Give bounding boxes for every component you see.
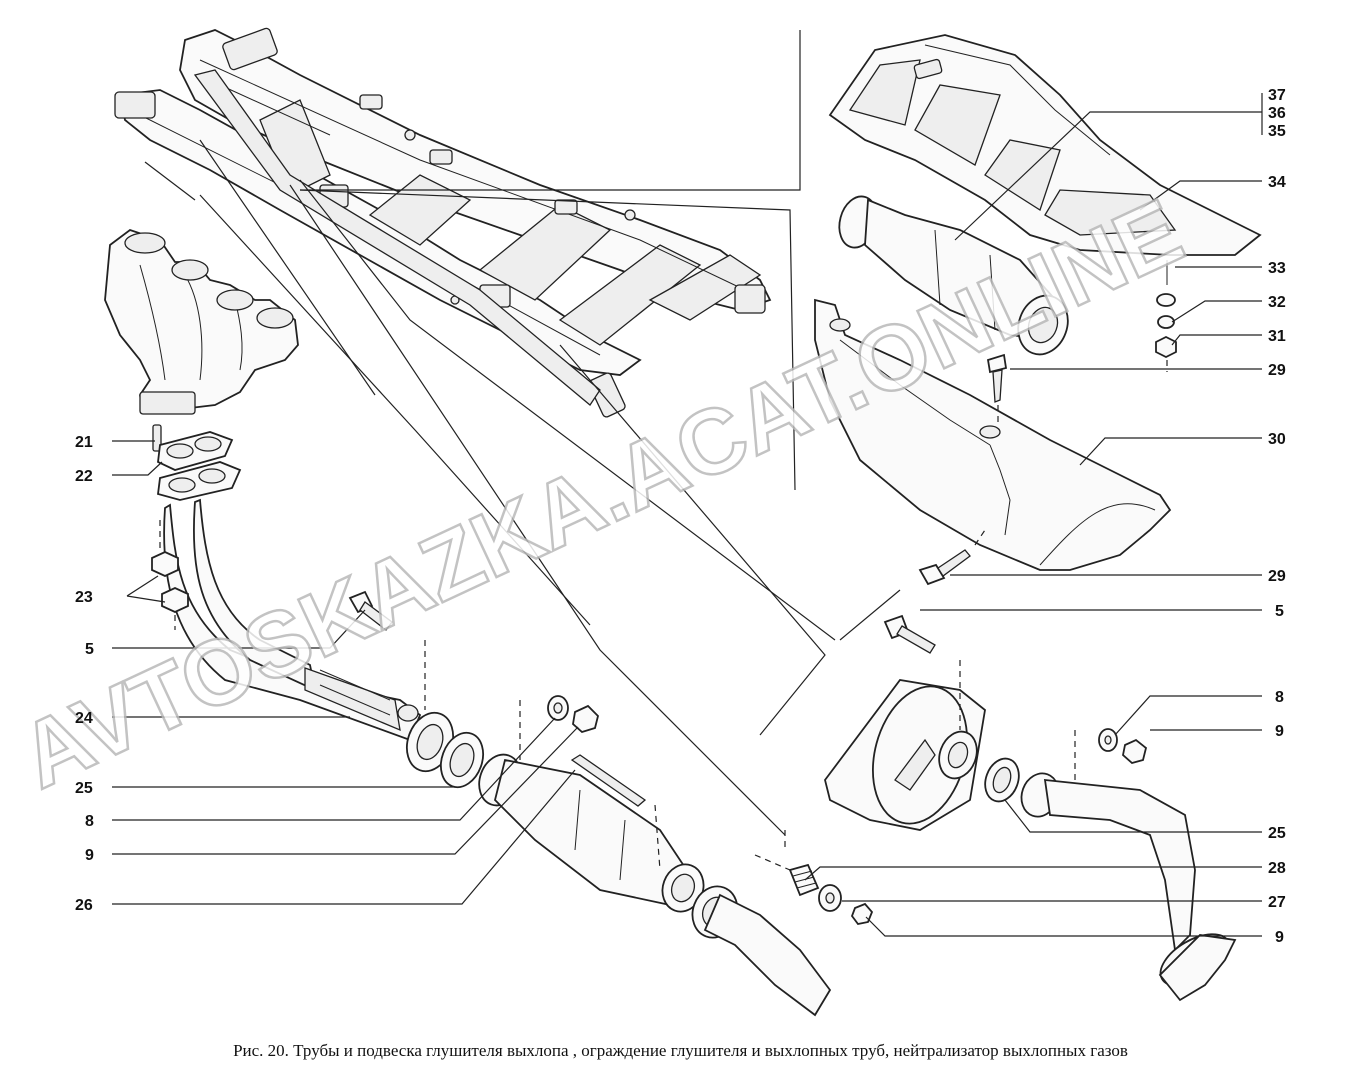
label-8-left: 8 bbox=[85, 813, 94, 830]
flange-nuts bbox=[151, 520, 189, 630]
label-9-right: 9 bbox=[1275, 723, 1284, 740]
catalytic-converter-upper bbox=[838, 195, 1069, 356]
part-labels: 37 36 35 34 33 32 31 29 30 29 5 8 9 25 2… bbox=[75, 87, 1286, 946]
catalytic-converter-lower bbox=[478, 753, 705, 913]
muffler bbox=[824, 614, 986, 831]
tailpipe bbox=[984, 757, 1237, 1002]
label-27: 27 bbox=[1268, 894, 1286, 911]
label-29-upper: 29 bbox=[1268, 362, 1286, 379]
label-5-right: 5 bbox=[1275, 603, 1284, 620]
label-9-left: 9 bbox=[85, 847, 94, 864]
label-25-right: 25 bbox=[1268, 825, 1286, 842]
label-37: 37 bbox=[1268, 87, 1286, 104]
upper-heat-shield bbox=[828, 34, 1262, 256]
gasket-left bbox=[440, 731, 484, 789]
bolt-left bbox=[348, 590, 426, 710]
label-28: 28 bbox=[1268, 860, 1286, 877]
intermediate-pipe bbox=[691, 885, 832, 1017]
label-22: 22 bbox=[75, 468, 93, 485]
stud-and-gasket bbox=[152, 424, 234, 471]
label-9-bottom: 9 bbox=[1275, 929, 1284, 946]
figure-caption: Рис. 20. Трубы и подвеска глушителя выхл… bbox=[233, 1041, 1128, 1060]
label-30: 30 bbox=[1268, 431, 1286, 448]
callout-lines bbox=[112, 93, 1263, 937]
lower-heat-shield bbox=[814, 298, 1172, 586]
label-32: 32 bbox=[1268, 294, 1286, 311]
label-8-right: 8 bbox=[1275, 689, 1284, 706]
vehicle-frame bbox=[114, 27, 772, 418]
label-21: 21 bbox=[75, 434, 93, 451]
shield-fasteners bbox=[1155, 260, 1177, 372]
label-29-lower: 29 bbox=[1268, 568, 1286, 585]
label-31: 31 bbox=[1268, 328, 1286, 345]
label-26: 26 bbox=[75, 897, 93, 914]
label-35: 35 bbox=[1268, 123, 1286, 140]
hanger-parts bbox=[754, 830, 874, 925]
label-34: 34 bbox=[1268, 174, 1286, 191]
label-5-left: 5 bbox=[85, 641, 94, 658]
washer-nut-right bbox=[1074, 728, 1148, 785]
leader-lines bbox=[144, 30, 901, 836]
washer-nut-left bbox=[519, 695, 599, 760]
front-downpipe bbox=[157, 461, 454, 773]
label-23: 23 bbox=[75, 589, 93, 606]
label-33: 33 bbox=[1268, 260, 1286, 277]
label-36: 36 bbox=[1268, 105, 1286, 122]
label-25-left: 25 bbox=[75, 780, 93, 797]
exhaust-manifold bbox=[104, 228, 299, 415]
label-24: 24 bbox=[75, 710, 93, 727]
